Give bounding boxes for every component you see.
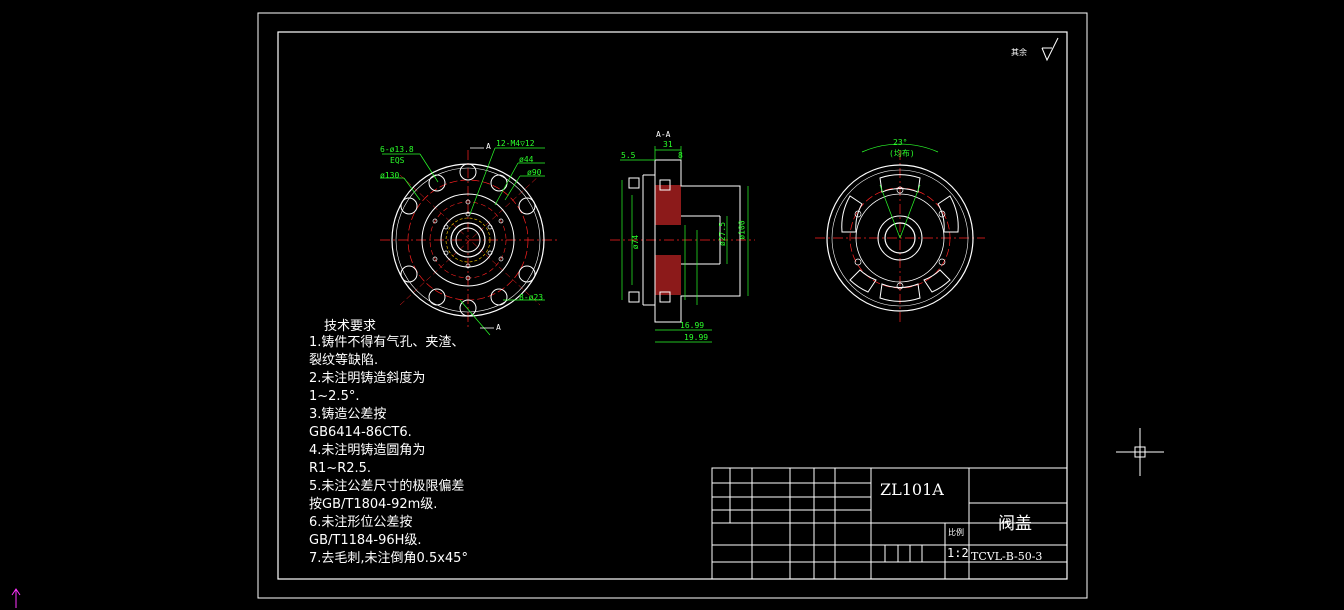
roughness-symbol bbox=[1041, 37, 1059, 62]
tech-requirements: 技术要求 1.铸件不得有气孔、夹渣、 裂纹等缺陷. 2.未注明铸造斜度为 1~2… bbox=[309, 320, 468, 565]
tech-req-line: 7.去毛刺,未注倒角0.5x45° bbox=[309, 551, 468, 566]
tech-req-title: 技术要求 bbox=[324, 319, 377, 334]
dim-dia-44: ø44 bbox=[519, 155, 534, 164]
dim-dia-27-5: ø27.5 bbox=[718, 221, 728, 247]
scale-label: 比例 bbox=[948, 528, 964, 537]
dim-angle-23: 23° bbox=[893, 138, 908, 147]
section-mark-bottom: A bbox=[496, 323, 501, 332]
tech-req-line: 6.未注形位公差按 bbox=[309, 515, 413, 530]
tech-req-line: 2.未注明铸造斜度为 bbox=[309, 371, 426, 386]
dim-holes-23: 8-ø23 bbox=[519, 293, 544, 302]
section-view bbox=[610, 146, 755, 343]
material-label: ZL101A bbox=[880, 480, 944, 499]
dim-dia-74: ø74 bbox=[631, 234, 641, 250]
dim-16-99: 16.99 bbox=[680, 321, 705, 330]
dim-uniform: (均布) bbox=[889, 149, 915, 158]
ucs-axis-icon bbox=[11, 588, 21, 608]
dim-hole-count: 6-ø13.8 bbox=[380, 145, 414, 154]
sheet-inner-border bbox=[277, 31, 1068, 580]
dim-8: 8 bbox=[678, 151, 683, 160]
tech-req-line: 4.未注明铸造圆角为 bbox=[309, 443, 426, 458]
title-block bbox=[711, 467, 1068, 580]
dim-dia-90: ø90 bbox=[527, 168, 542, 177]
tech-req-line: 3.铸造公差按 bbox=[309, 407, 387, 422]
section-title: A-A bbox=[656, 130, 671, 139]
right-view bbox=[815, 143, 985, 325]
tech-req-line: 裂纹等缺陷. bbox=[309, 353, 379, 368]
dim-thread: 12-M4▽12 bbox=[496, 139, 535, 148]
part-name: 阀盖 bbox=[998, 514, 1032, 534]
section-mark-top: A bbox=[486, 142, 491, 151]
dim-dia-100: ø100 bbox=[737, 220, 747, 240]
tech-req-line: GB/T1184-96H级. bbox=[309, 533, 422, 548]
tech-req-line: 1.铸件不得有气孔、夹渣、 bbox=[309, 335, 465, 350]
dim-5-5: 5.5 bbox=[621, 151, 636, 160]
tech-req-line: 按GB/T1804-92m级. bbox=[309, 497, 438, 512]
dim-31: 31 bbox=[663, 140, 673, 149]
roughness-note: 其余 bbox=[1011, 48, 1027, 57]
tech-req-line: 5.未注公差尺寸的极限偏差 bbox=[309, 479, 465, 494]
tech-req-line: GB6414-86CT6. bbox=[309, 425, 412, 440]
dim-19-99: 19.99 bbox=[684, 333, 709, 342]
front-view bbox=[380, 147, 560, 336]
scale-value: 1:2 bbox=[947, 546, 969, 560]
tech-req-line: R1~R2.5. bbox=[309, 461, 372, 476]
tech-req-line: 1~2.5°. bbox=[309, 389, 360, 404]
dim-eqs: EQS bbox=[390, 156, 405, 165]
drawing-number: TCVL-B-50-3 bbox=[971, 550, 1043, 563]
sheet-outer-border bbox=[257, 12, 1088, 599]
crosshair-cursor-icon bbox=[1116, 428, 1164, 476]
dim-dia-130: ø130 bbox=[380, 171, 400, 180]
